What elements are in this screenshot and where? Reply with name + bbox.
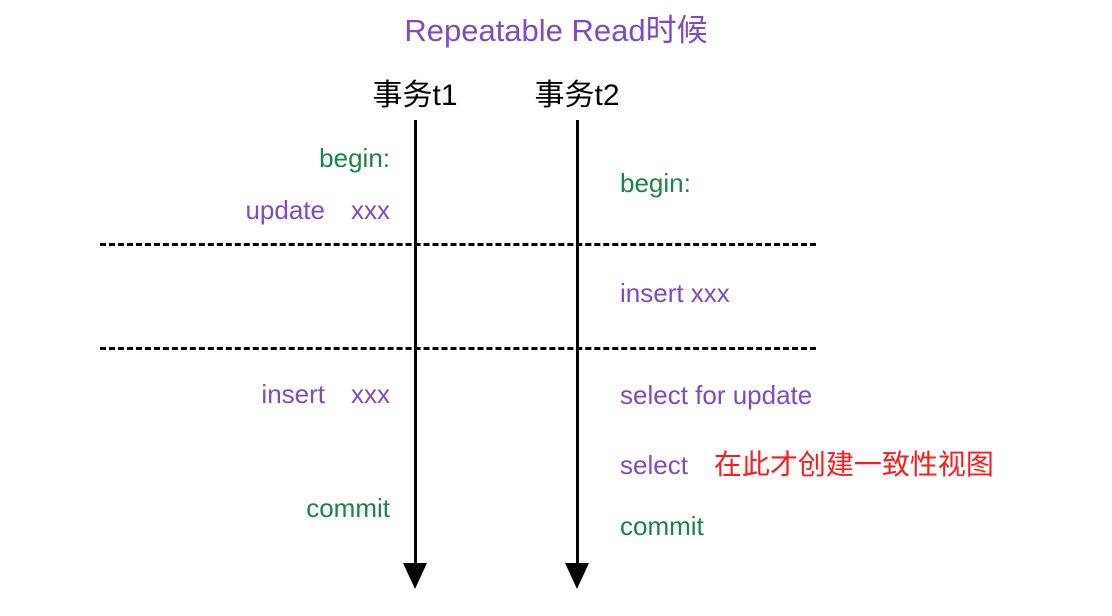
- t2-select-annotation: 在此才创建一致性视图: [713, 449, 994, 480]
- timeline-t1-line: [414, 120, 417, 565]
- dashed-separator-1: [100, 243, 816, 246]
- transaction-t2-label: 事务t2: [534, 79, 620, 112]
- t2-select-statement: select 在此才创建一致性视图: [620, 449, 994, 481]
- t1-commit-statement: commit: [306, 493, 390, 523]
- t2-select-for-update-statement: select for update: [620, 380, 813, 410]
- timeline-t2-line: [576, 120, 579, 565]
- timeline-t2-arrow-icon: [565, 563, 589, 589]
- transaction-t1-label: 事务t1: [372, 79, 458, 112]
- t2-insert-statement: insert xxx: [620, 278, 730, 308]
- t1-insert-statement: insert xxx: [140, 378, 390, 410]
- t2-select-keyword: select: [620, 450, 688, 480]
- t1-update-statement: update xxx: [140, 194, 390, 226]
- t2-commit-statement: commit: [620, 511, 704, 541]
- timeline-t1-arrow-icon: [403, 563, 427, 589]
- t1-begin-statement: begin:: [319, 143, 390, 173]
- t2-begin-statement: begin:: [620, 168, 691, 198]
- dashed-separator-2: [100, 347, 816, 350]
- t1-insert-target: xxx: [351, 379, 390, 409]
- t1-update-keyword: update: [245, 195, 325, 225]
- diagram-title: Repeatable Read时候: [404, 13, 708, 48]
- t1-insert-keyword: insert: [261, 379, 325, 409]
- t1-update-target: xxx: [351, 195, 390, 225]
